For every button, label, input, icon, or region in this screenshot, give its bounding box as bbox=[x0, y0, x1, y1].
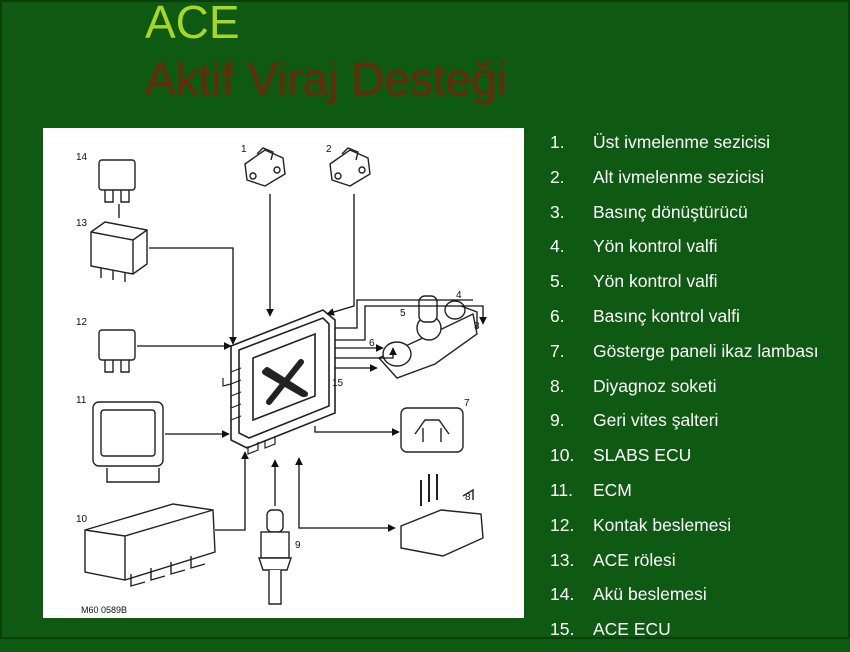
legend-item-label: Üst ivmelenme sezicisi bbox=[593, 132, 770, 152]
callout-10: 10 bbox=[76, 514, 88, 525]
legend-item: 10. SLABS ECU bbox=[550, 443, 819, 478]
ecm-component bbox=[92, 401, 164, 483]
legend-item-label: Alt ivmelenme sezicisi bbox=[593, 166, 765, 187]
legend-item-number: 9. bbox=[550, 410, 565, 431]
legend-item-number: 13. bbox=[550, 549, 575, 570]
legend-item: 4. Yön kontrol valfi bbox=[550, 234, 819, 269]
component-legend: 1. Üst ivmelenme sezicisi 2. Alt ivmelenme … bbox=[550, 130, 819, 652]
slabs-ecu-component bbox=[84, 503, 216, 587]
legend-item-number: 3. bbox=[550, 201, 565, 222]
callout-12: 12 bbox=[76, 317, 88, 328]
ignition-fuse-component bbox=[98, 329, 136, 373]
legend-item: 15. ACE ECU bbox=[550, 617, 819, 652]
legend-item-number: 14. bbox=[550, 584, 575, 605]
diagram-code: M60 0589B bbox=[81, 605, 127, 615]
legend-item-number: 2. bbox=[550, 166, 565, 187]
legend-item: 11. ECM bbox=[550, 478, 819, 513]
slide-subtitle: Aktif Viraj Desteği bbox=[145, 53, 508, 105]
callout-13: 13 bbox=[76, 218, 88, 229]
legend-item: 13. ACE rölesi bbox=[550, 548, 819, 583]
legend-item-label: Basınç kontrol valfi bbox=[593, 305, 740, 326]
battery-fuse-component bbox=[98, 159, 136, 203]
legend-item: 14. Akü beslemesi bbox=[550, 582, 819, 617]
callout-15: 15 bbox=[332, 378, 344, 389]
callout-2: 2 bbox=[326, 144, 332, 155]
ace-ecu-component bbox=[222, 309, 336, 455]
legend-item-label: ECM bbox=[593, 479, 632, 500]
legend-item: 7. Gösterge paneli ikaz lambası bbox=[550, 339, 819, 374]
lower-accel-sensor-component bbox=[329, 147, 371, 187]
legend-item-number: 4. bbox=[550, 236, 565, 257]
legend-item: 12. Kontak beslemesi bbox=[550, 513, 819, 548]
legend-item-number: 7. bbox=[550, 340, 565, 361]
legend-item-label: Geri vites şalteri bbox=[593, 410, 719, 431]
legend-item-number: 5. bbox=[550, 271, 565, 292]
legend-item-label: Yön kontrol valfi bbox=[593, 236, 718, 257]
legend-item: 8. Diyagnoz soketi bbox=[550, 374, 819, 409]
legend-item-number: 10. bbox=[550, 445, 575, 466]
legend-item: 9. Geri vites şalteri bbox=[550, 408, 819, 443]
ace-relay-component bbox=[90, 221, 148, 282]
callout-5: 5 bbox=[400, 308, 406, 319]
callout-8: 8 bbox=[465, 492, 471, 503]
legend-item-number: 11. bbox=[550, 479, 574, 500]
callout-11: 11 bbox=[76, 395, 87, 406]
diagnostic-socket-component bbox=[400, 474, 484, 557]
callout-1: 1 bbox=[241, 144, 247, 155]
callout-7: 7 bbox=[464, 398, 470, 409]
callout-4: 4 bbox=[456, 290, 462, 301]
legend-item-label: Diyagnoz soketi bbox=[593, 375, 717, 396]
legend-item: 5. Yön kontrol valfi bbox=[550, 269, 819, 304]
legend-item-label: Akü beslemesi bbox=[593, 584, 707, 605]
legend-item-number: 1. bbox=[550, 132, 565, 152]
legend-item-number: 6. bbox=[550, 305, 565, 326]
legend-item: 6. Basınç kontrol valfi bbox=[550, 304, 819, 339]
connection-lines bbox=[118, 194, 487, 532]
legend-item: 1. Üst ivmelenme sezicisi bbox=[550, 130, 819, 165]
reverse-switch-component bbox=[258, 509, 292, 605]
ace-system-diagram: 14 13 12 11 10 1 2 3 4 5 6 7 8 9 15 M60 … bbox=[43, 128, 524, 618]
callout-6: 6 bbox=[369, 338, 375, 349]
legend-item: 2. Alt ivmelenme sezicisi bbox=[550, 165, 819, 200]
valve-block-component bbox=[377, 295, 478, 379]
legend-item-label: Gösterge paneli ikaz lambası bbox=[593, 340, 819, 361]
callout-14: 14 bbox=[76, 152, 88, 163]
slide-title: ACE bbox=[145, 0, 240, 48]
callout-9: 9 bbox=[295, 540, 301, 551]
legend-item-label: Yön kontrol valfi bbox=[593, 271, 718, 292]
warning-lamp-component bbox=[400, 407, 464, 453]
upper-accel-sensor-component bbox=[244, 147, 286, 187]
legend-item-label: ACE rölesi bbox=[593, 549, 676, 570]
legend-item-label: Basınç dönüştürücü bbox=[593, 201, 748, 222]
legend-item-label: ACE ECU bbox=[593, 619, 671, 640]
legend-item-label: Kontak beslemesi bbox=[593, 514, 732, 535]
legend-item: 3. Basınç dönüştürücü bbox=[550, 200, 819, 235]
callout-3: 3 bbox=[474, 321, 480, 332]
legend-item-number: 12. bbox=[550, 514, 575, 535]
legend-item-number: 8. bbox=[550, 375, 565, 396]
legend-item-label: SLABS ECU bbox=[593, 445, 692, 466]
legend-item-number: 15. bbox=[550, 619, 575, 640]
